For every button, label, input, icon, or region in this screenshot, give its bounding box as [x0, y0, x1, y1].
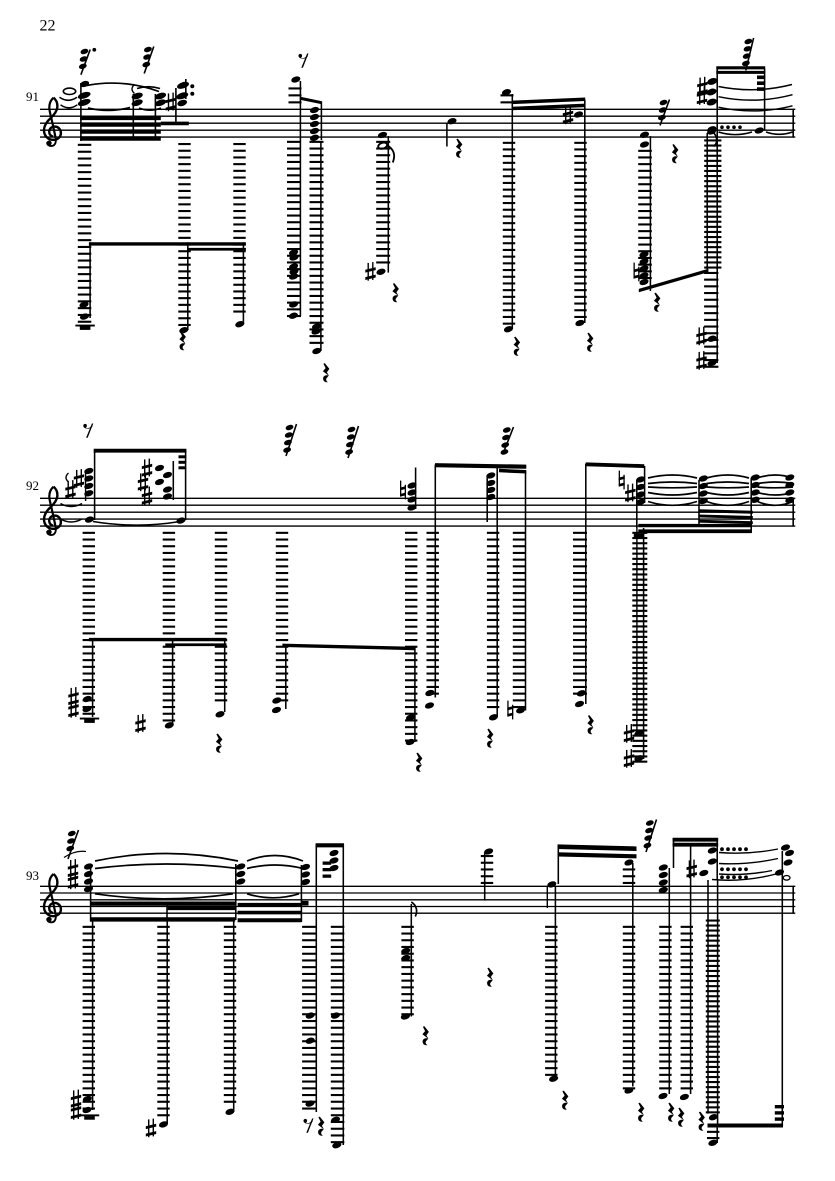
svg-text:93: 93 — [26, 868, 39, 883]
svg-text:92: 92 — [26, 478, 39, 493]
svg-text:91: 91 — [26, 89, 39, 104]
svg-text:22: 22 — [40, 18, 56, 35]
